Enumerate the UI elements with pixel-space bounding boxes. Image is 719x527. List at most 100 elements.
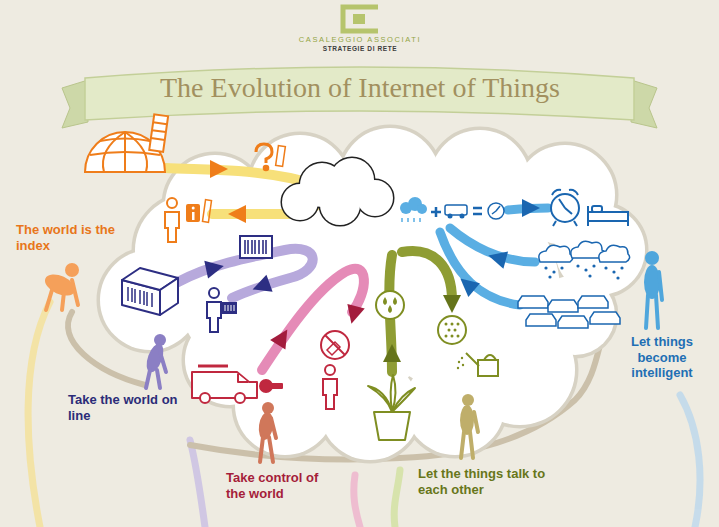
rain-clouds-icon	[576, 264, 579, 267]
spray-icon	[448, 329, 451, 332]
info-person-icon	[192, 212, 195, 220]
intelligence-flow	[486, 247, 508, 269]
rain-clouds-icon	[612, 270, 615, 273]
equation-icon	[473, 208, 482, 214]
spray-icon	[451, 335, 454, 338]
logo	[353, 14, 365, 24]
person-icon	[323, 379, 337, 409]
person-icon	[323, 365, 337, 409]
stage-label: Let things become intelligent	[612, 334, 712, 381]
intelligence-flow	[522, 199, 540, 217]
traffic-icon	[558, 316, 588, 328]
plant-icon	[374, 412, 410, 440]
info-person-icon	[192, 207, 195, 210]
hunched-figure	[143, 334, 166, 388]
box-icon	[128, 287, 152, 307]
logo	[343, 7, 378, 31]
question-icon	[276, 146, 286, 167]
person-box-icon	[222, 302, 237, 314]
blocked-icon	[321, 331, 349, 359]
stage-label: Take control of the world	[226, 470, 322, 501]
plant-icon	[368, 375, 415, 440]
rain-clouds-icon	[539, 241, 630, 279]
evolution-path	[394, 470, 400, 527]
ape-figure	[46, 280, 78, 310]
early-human-figure	[260, 418, 276, 462]
spray-icon	[457, 335, 460, 338]
title: The Evolution of Internet of Things	[60, 72, 660, 104]
equation-icon	[460, 214, 465, 219]
alarm-bed-icon	[592, 206, 602, 212]
rain-clouds-icon	[552, 270, 555, 273]
watering-can-icon	[466, 353, 479, 366]
ape-figure	[42, 263, 79, 310]
globe-tower-icon	[103, 132, 125, 172]
alarm-bed-icon	[588, 206, 628, 226]
spray-icon	[454, 329, 457, 332]
company-name: CASALEGGIO ASSOCIATI	[280, 35, 440, 44]
box-icon	[160, 278, 178, 315]
globe-tower-icon	[149, 114, 168, 152]
traffic-icon	[578, 296, 608, 308]
online-flow	[250, 275, 273, 298]
alarm-bed-icon	[551, 194, 579, 222]
cloud	[100, 128, 645, 460]
alarm-bed-icon	[552, 190, 578, 195]
globe-tower-icon	[151, 122, 167, 140]
truck-key-icon	[271, 384, 282, 388]
evolution-path	[28, 302, 50, 527]
truck-key-icon	[192, 366, 282, 403]
rain-clouds-icon	[544, 266, 547, 269]
human-figure	[461, 412, 478, 458]
globe-tower-icon	[149, 114, 168, 152]
info-person-icon	[202, 200, 211, 223]
title-ribbon	[62, 80, 88, 128]
index-flow	[228, 205, 246, 223]
globe-tower-icon	[125, 132, 147, 172]
rain-clouds-icon	[599, 245, 630, 262]
control-flow	[270, 325, 295, 350]
cloud	[100, 128, 645, 460]
traffic-icon	[518, 296, 548, 308]
traffic-icon	[590, 312, 620, 324]
control-flow	[343, 304, 365, 326]
spray-icon	[445, 323, 460, 338]
equation-icon	[431, 207, 441, 217]
question-icon	[264, 166, 268, 170]
evolution-path	[680, 395, 700, 527]
intelligence-flow	[455, 272, 480, 297]
intelligence-flow	[440, 232, 520, 305]
rain-clouds-icon	[544, 264, 623, 279]
talk-flow	[383, 344, 401, 362]
alarm-bed-icon	[588, 212, 628, 221]
equation-icon	[402, 218, 420, 222]
rain-clouds-icon	[588, 274, 591, 277]
truck-key-icon	[238, 374, 248, 382]
person-box-icon	[207, 302, 221, 332]
spray-icon	[457, 323, 460, 326]
human-figure	[460, 394, 478, 458]
box-icon	[122, 268, 178, 315]
modern-human-figure	[645, 251, 659, 265]
spray-icon	[451, 323, 454, 326]
blocked-icon	[325, 335, 345, 355]
cloud	[100, 128, 645, 460]
rain-clouds-icon	[584, 268, 587, 271]
rain-clouds-icon	[592, 264, 595, 267]
modern-human-figure	[646, 272, 662, 328]
watering-can-icon	[462, 364, 464, 366]
question-icon	[256, 144, 285, 170]
internet-cloud	[282, 158, 393, 225]
intelligence-flow	[440, 199, 548, 305]
evolution-path	[190, 440, 205, 527]
rain-clouds-icon	[620, 266, 623, 269]
spray-icon	[438, 316, 466, 344]
watering-can-icon	[461, 357, 463, 359]
truck-key-icon	[200, 393, 210, 403]
stage-label: Take the world on line	[68, 392, 183, 423]
modern-human-figure	[644, 251, 662, 328]
online-flow	[204, 257, 225, 278]
equation-icon	[488, 203, 504, 219]
